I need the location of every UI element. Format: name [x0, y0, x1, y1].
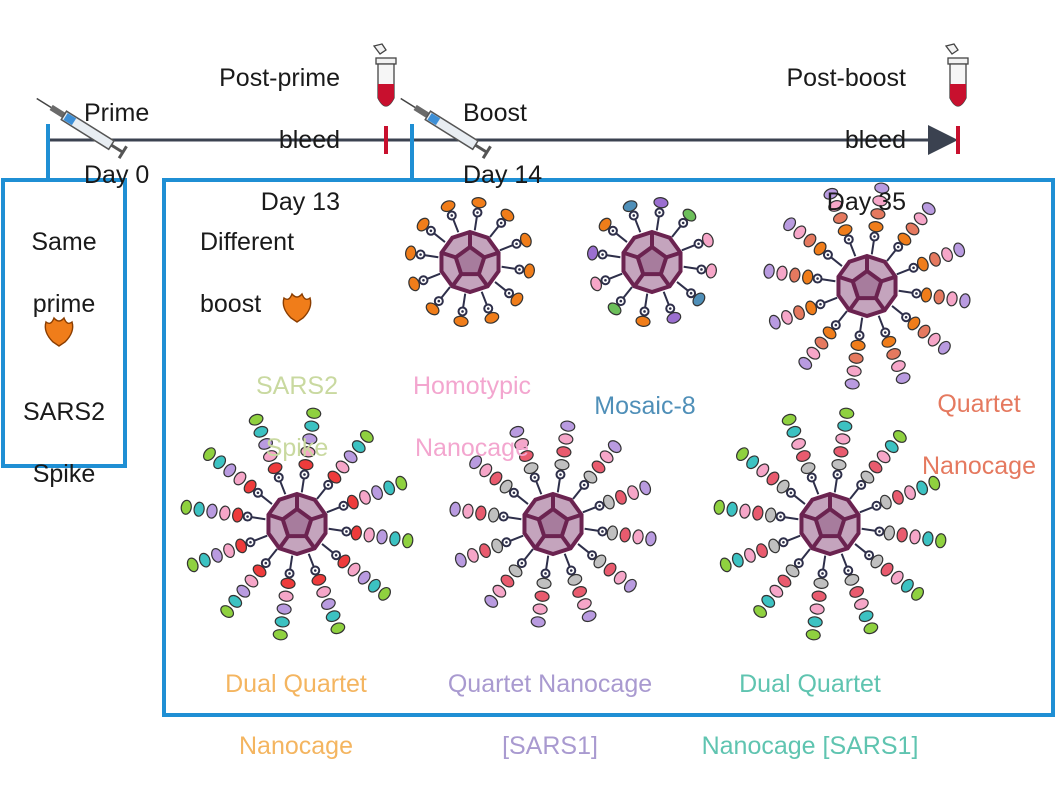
post-boost-label: Post-boost bleed Day 35	[750, 32, 906, 249]
immunogen-label-line2: Nanocage	[922, 452, 1036, 480]
blood-tube-icon	[372, 43, 397, 107]
spike-protein-icon	[282, 292, 312, 323]
boost-label: Boost Day 14	[463, 67, 542, 222]
immunogen-label-line1: SARS2	[256, 372, 338, 400]
immunogen-label-line1: Mosaic-8	[594, 392, 696, 420]
nanocage-homotypic-icon	[405, 197, 535, 327]
immunogen-label-quartet: Quartet Nanocage	[908, 358, 1050, 513]
post-prime-label-line2: bleed	[278, 126, 340, 154]
diagram-canvas	[1, 43, 1055, 717]
immunogen-label-line2: Spike	[265, 434, 329, 462]
nanocage-dual-quartet-sars1-icon	[713, 407, 947, 641]
post-prime-label-line3: Day 13	[260, 188, 340, 216]
immunogen-label-line2: [SARS1]	[502, 732, 598, 760]
post-boost-label-line3: Day 35	[826, 188, 906, 216]
nanocage-quartet-icon	[763, 182, 971, 390]
immunogen-label-line1: Quartet	[937, 390, 1021, 418]
prime-item-label: SARS2 Spike	[5, 366, 123, 521]
immunogen-label-line1: Dual Quartet	[225, 670, 367, 698]
nanocage-quartet-sars1-icon	[449, 420, 657, 628]
post-boost-label-line2: bleed	[844, 126, 906, 154]
boost-label-line2: Day 14	[463, 161, 543, 189]
different-boost-title-line1: Different	[200, 228, 295, 256]
immunogen-label-mosaic-8: Mosaic-8	[570, 360, 720, 484]
immunogen-label-dual-quartet: Dual Quartet Nanocage	[196, 638, 396, 793]
post-prime-label: Post-prime bleed Day 13	[190, 32, 340, 249]
prime-label-line2: Day 0	[84, 161, 150, 189]
blood-tube-icon	[944, 43, 969, 107]
prime-item-line1: SARS2	[23, 398, 105, 426]
spike-protein-icon	[44, 316, 74, 347]
immunogen-label-sars2-spike: SARS2 Spike	[222, 340, 372, 495]
different-boost-title: Different boost	[200, 196, 294, 351]
post-boost-label-line1: Post-boost	[786, 64, 906, 92]
boost-label-line1: Boost	[463, 99, 527, 127]
prime-label: Prime Day 0	[84, 67, 149, 222]
immunogen-label-line2: Nanocage	[415, 434, 529, 462]
nanocage-dual-quartet-icon	[180, 407, 414, 641]
different-boost-panel	[162, 178, 1055, 717]
immunogen-label-line2: Nanocage [SARS1]	[701, 732, 919, 760]
same-prime-title-line2: prime	[32, 290, 96, 318]
same-prime-title-line1: Same	[31, 228, 97, 256]
same-prime-panel	[1, 178, 127, 468]
syringe-icon	[36, 97, 128, 159]
immunogen-label-line1: Dual Quartet	[739, 670, 881, 698]
post-prime-label-line1: Post-prime	[219, 64, 340, 92]
prime-item-line2: Spike	[32, 460, 96, 488]
immunogen-label-quartet-sars1: Quartet Nanocage [SARS1]	[420, 638, 680, 793]
prime-label-line1: Prime	[84, 99, 150, 127]
immunogen-label-line2: Nanocage	[239, 732, 353, 760]
different-boost-title-line2: boost	[200, 290, 262, 318]
immunogen-label-dual-quartet-sars1: Dual Quartet Nanocage [SARS1]	[680, 638, 940, 793]
syringe-icon	[400, 97, 492, 159]
nanocage-mosaic-8-icon	[587, 197, 717, 327]
same-prime-title: Same prime	[5, 196, 123, 351]
immunogen-label-homotypic: Homotypic Nanocage	[382, 340, 562, 495]
immunogen-label-line1: Homotypic	[412, 372, 532, 400]
immunogen-label-line1: Quartet Nanocage	[447, 670, 653, 698]
